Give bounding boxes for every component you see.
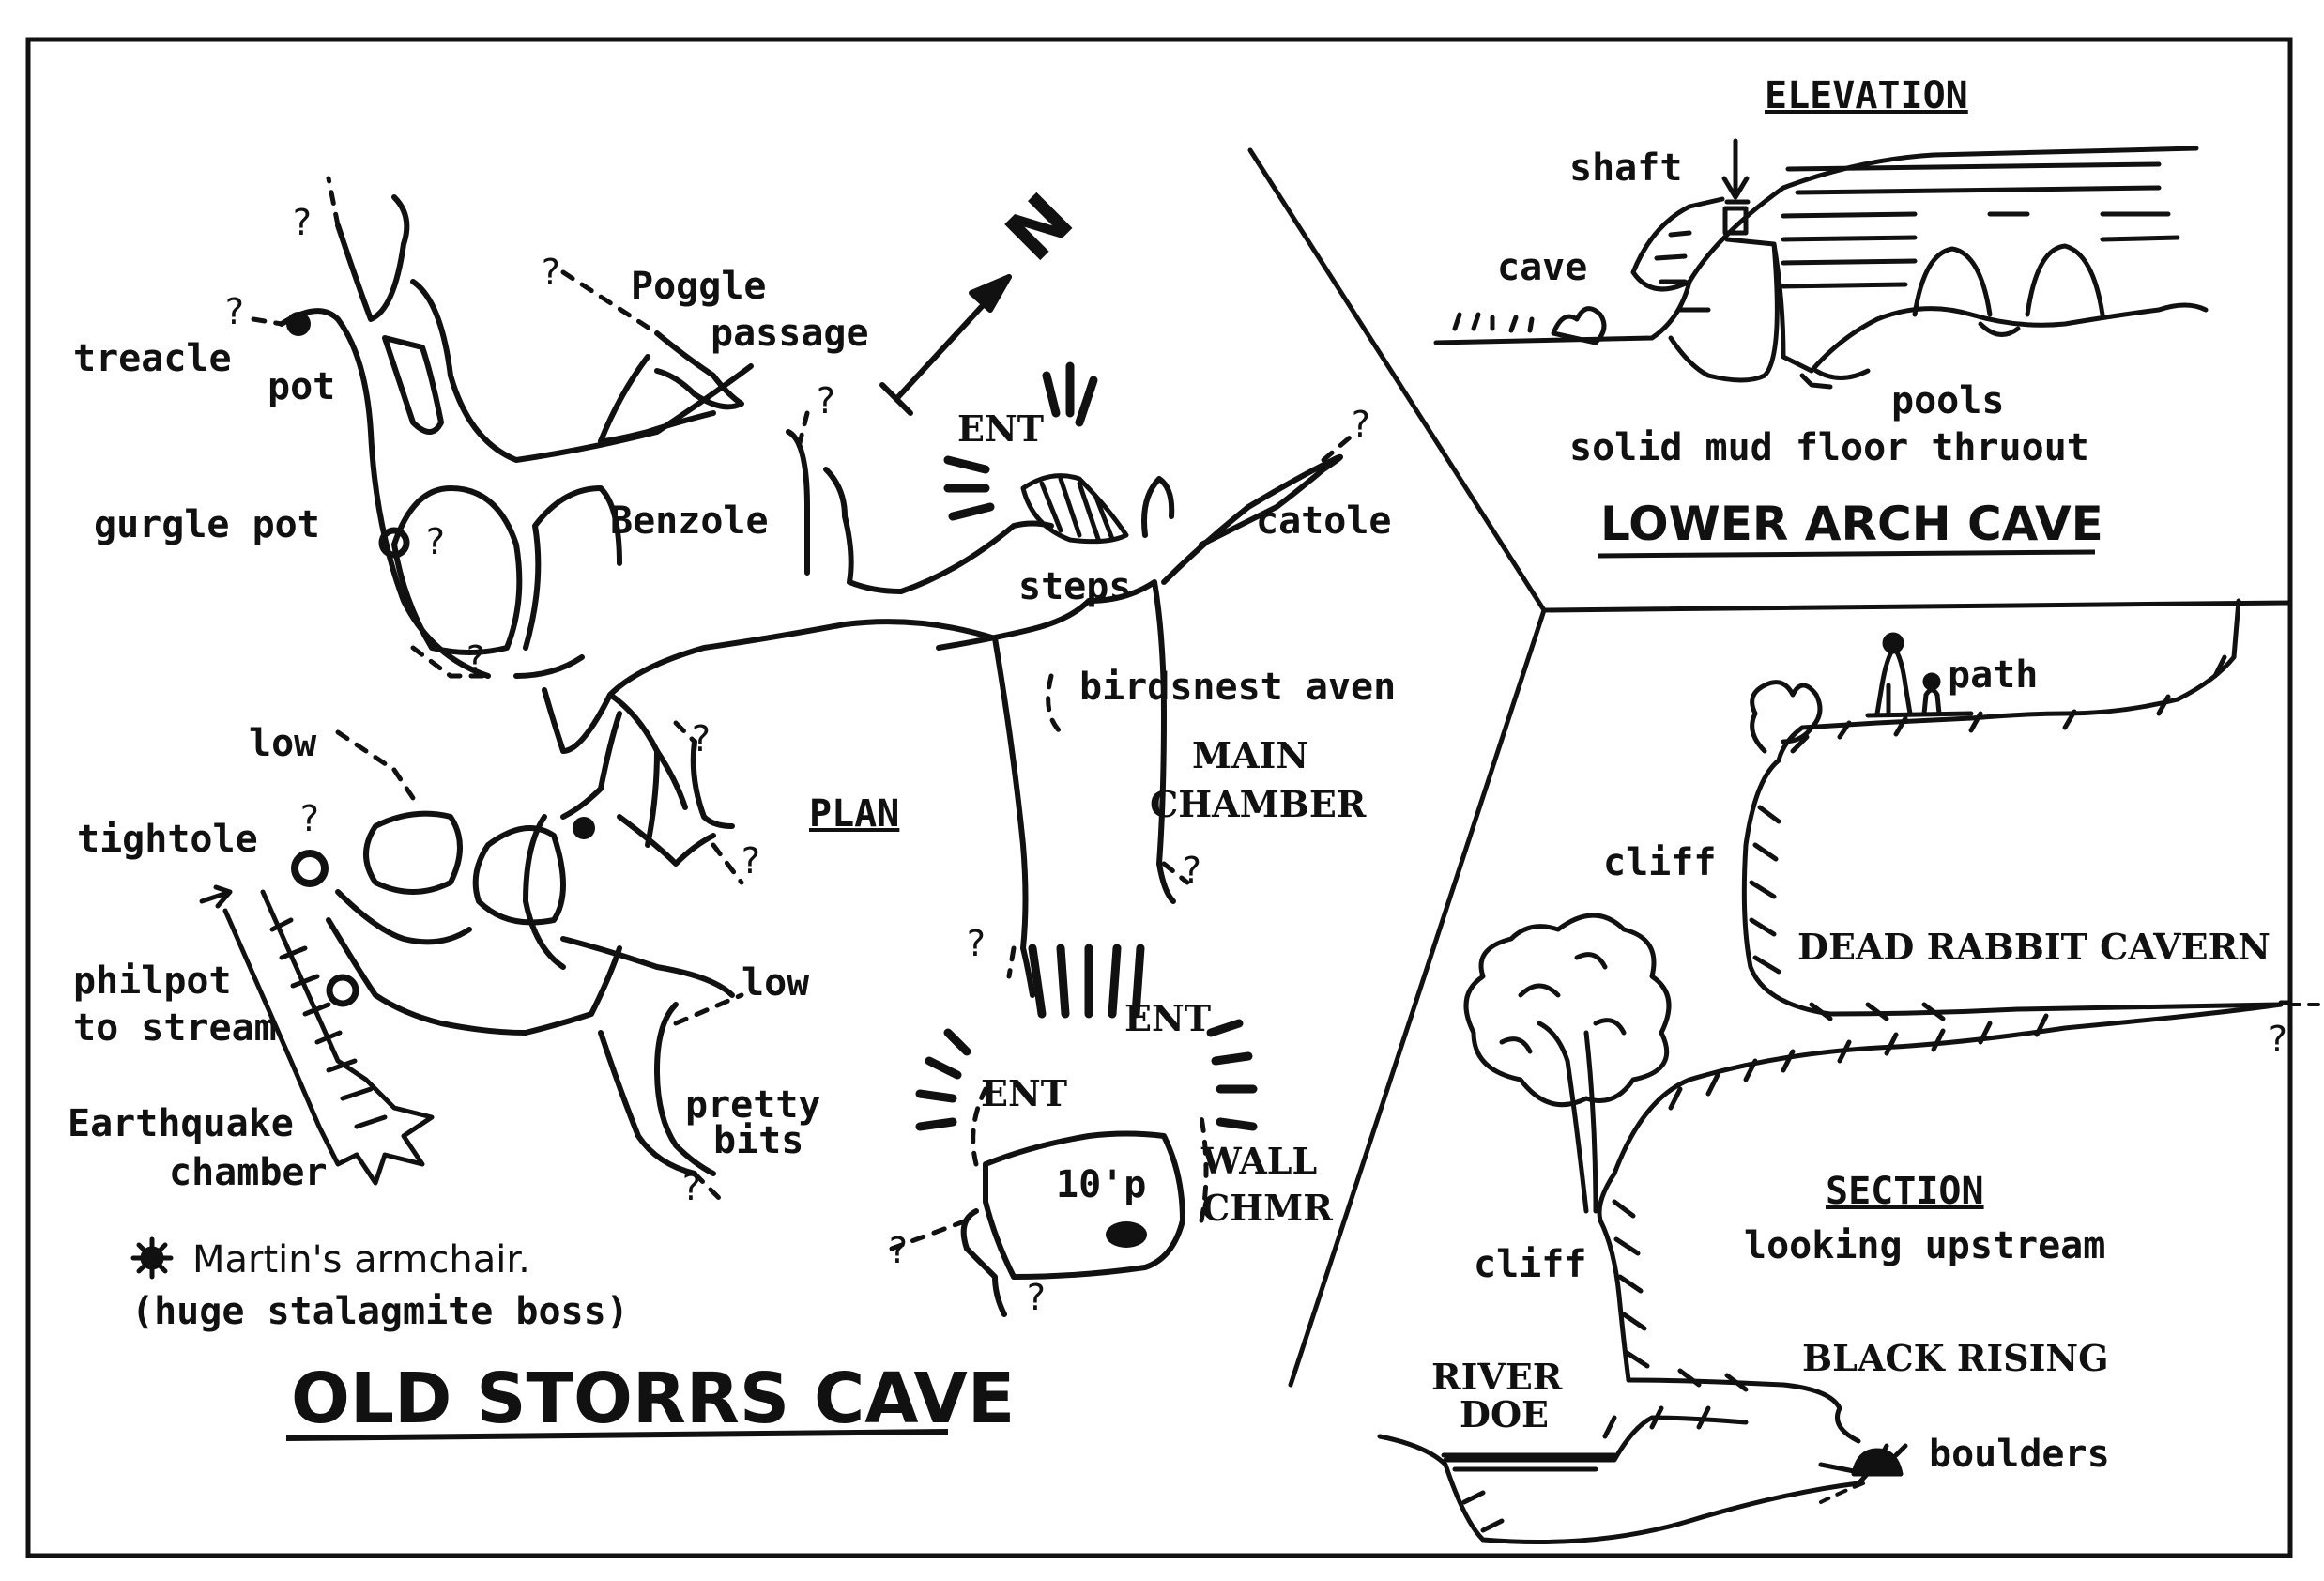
- label-cavern: DEAD RABBIT CAVERN: [1797, 926, 2270, 968]
- plan-heading: PLAN: [809, 792, 899, 836]
- label-boulders: boulders: [1929, 1433, 2110, 1476]
- label-bits: bits: [713, 1119, 803, 1162]
- label-chmr: CHMR: [1201, 1187, 1333, 1229]
- elevation-heading: ELEVATION: [1765, 74, 1968, 117]
- label-to-stream: to stream: [73, 1006, 277, 1050]
- q-9: ?: [740, 840, 761, 882]
- plan-dashed-passages: [251, 176, 1359, 1251]
- q-5: ?: [424, 521, 446, 562]
- treacle-pot-marker: [286, 312, 311, 336]
- section-drawing: [1377, 598, 2293, 1544]
- plan-passages: [279, 194, 1343, 1317]
- label-cliff-lower: cliff: [1474, 1243, 1586, 1286]
- label-shaft: shaft: [1569, 146, 1682, 190]
- label-chamber: CHAMBER: [1150, 783, 1367, 825]
- steps-hatching: [1020, 473, 1129, 545]
- label-ten-p: 10'p: [1056, 1163, 1146, 1206]
- q-15: ?: [1025, 1277, 1047, 1318]
- label-river: RIVER: [1431, 1356, 1563, 1398]
- label-eq-chamber: chamber: [169, 1151, 328, 1194]
- q-1: ?: [291, 202, 313, 243]
- label-path: path: [1948, 653, 2038, 697]
- q-12: ?: [1350, 404, 1371, 445]
- elevation-drawing: [1433, 138, 2209, 390]
- legend-line-2: (huge stalagmite boss): [131, 1290, 629, 1333]
- entrance-hatch-marks: [915, 361, 1258, 1131]
- label-black-rising: BLACK RISING: [1802, 1337, 2109, 1379]
- philpot-stream-passage: [199, 884, 435, 1186]
- label-pools: pools: [1891, 379, 2004, 422]
- q-11: ?: [1181, 850, 1202, 891]
- label-cave: cave: [1497, 246, 1587, 289]
- north-arrow-icon: [879, 274, 1012, 416]
- label-doe: DOE: [1460, 1393, 1549, 1435]
- q-2: ?: [223, 291, 245, 332]
- q-7: ?: [690, 718, 711, 760]
- label-steps: steps: [1018, 565, 1131, 608]
- martins-armchair-icon: [130, 1236, 174, 1280]
- label-ent-top: ENT: [957, 407, 1044, 450]
- north-label: N: [990, 178, 1089, 277]
- plan-title-underline: [285, 1429, 949, 1441]
- label-main: MAIN: [1192, 734, 1308, 776]
- label-pretty: pretty: [685, 1083, 821, 1127]
- elevation-title: LOWER ARCH CAVE: [1600, 497, 2103, 551]
- label-benzole: Benzole: [610, 499, 769, 543]
- ten-foot-pot-marker: [1106, 1221, 1147, 1248]
- legend-line-1: Martin's armchair.: [192, 1238, 530, 1282]
- label-wall: WALL: [1200, 1140, 1317, 1182]
- q-3: ?: [540, 252, 561, 293]
- q-section: ?: [2267, 1019, 2288, 1060]
- label-floor: solid mud floor thruout: [1569, 426, 2089, 469]
- label-low-lower: low: [742, 961, 810, 1005]
- q-14: ?: [887, 1230, 909, 1271]
- section-dashed-lines: [1819, 1003, 2320, 1504]
- q-13: ?: [680, 1167, 702, 1208]
- label-tightole: tightole: [77, 818, 258, 861]
- label-low-upper: low: [249, 722, 317, 765]
- philpot-marker: [326, 974, 359, 1007]
- label-poggle: Poggle: [631, 265, 767, 308]
- label-pot: pot: [268, 365, 335, 408]
- q-8: ?: [298, 798, 320, 839]
- label-birdsnest: birdsnest aven: [1079, 666, 1396, 709]
- q-4: ?: [815, 380, 836, 422]
- label-earthquake: Earthquake: [68, 1102, 294, 1145]
- plan-title: OLD STORRS CAVE: [291, 1358, 1015, 1439]
- label-treacle: treacle: [73, 337, 232, 380]
- armchair-marker: [573, 817, 595, 839]
- label-philpot: philpot: [73, 959, 232, 1003]
- gurgle-pot-marker: [378, 527, 410, 559]
- tightole-marker: [291, 850, 329, 887]
- label-gurgle-pot: gurgle pot: [94, 503, 320, 546]
- plan-pot-markers: [286, 312, 1147, 1248]
- section-subheading: looking upstream: [1744, 1224, 2105, 1267]
- label-ent-left: ENT: [981, 1072, 1067, 1114]
- panel-dividers: [1247, 147, 2293, 1388]
- q-10: ?: [965, 923, 986, 964]
- plan-unknown-marks: ? ? ? ? ? ? ? ? ? ? ? ? ? ? ?: [223, 202, 1371, 1318]
- label-cliff-upper: cliff: [1603, 841, 1716, 884]
- section-heading: SECTION: [1826, 1170, 1984, 1213]
- q-6: ?: [465, 638, 486, 680]
- label-ent-mid: ENT: [1124, 997, 1211, 1039]
- sheet-border: [25, 37, 2293, 1558]
- label-passage: passage: [711, 312, 869, 355]
- elevation-title-underline: [1597, 549, 2096, 559]
- label-catole: catole: [1256, 499, 1392, 543]
